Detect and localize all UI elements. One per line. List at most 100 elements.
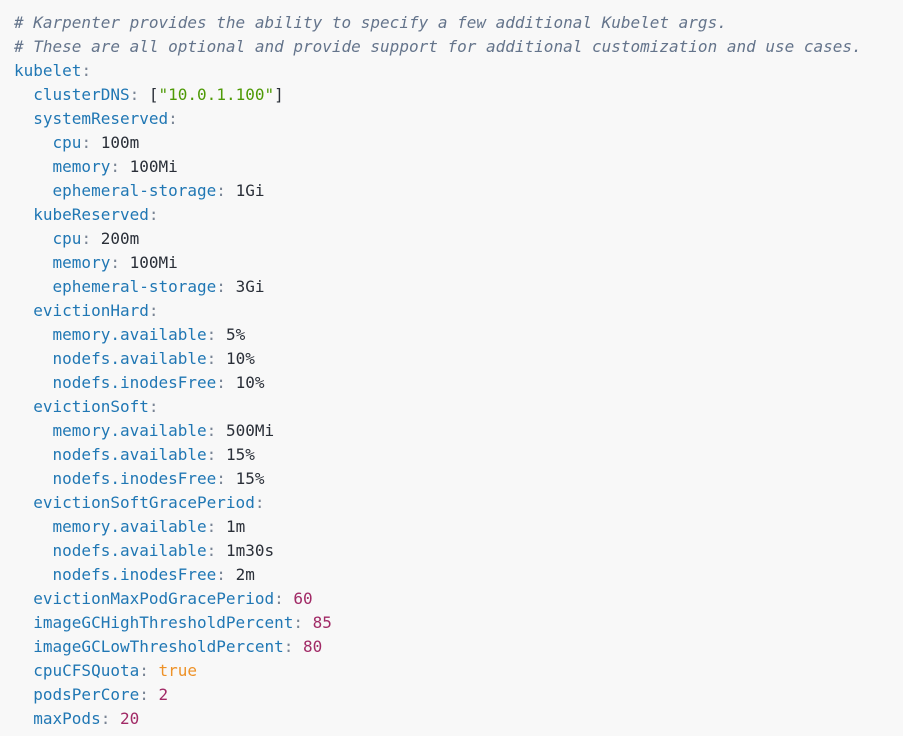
- token-ws: [293, 637, 303, 656]
- token-ws: [110, 709, 120, 728]
- token-number: 85: [312, 613, 332, 632]
- token-key: maxPods: [33, 709, 101, 728]
- token-punct: :: [206, 517, 217, 536]
- token-punct: :: [216, 181, 226, 200]
- code-line: systemReserved:: [14, 107, 889, 131]
- code-line: evictionSoft:: [14, 395, 889, 419]
- token-ws: [14, 229, 53, 248]
- token-key: memory: [52, 157, 111, 176]
- token-ws: [139, 85, 149, 104]
- token-key: memory.available: [52, 421, 207, 440]
- token-key: kubelet: [14, 61, 82, 80]
- token-ws: [226, 469, 236, 488]
- token-comment: # Karpenter provides the ability to spec…: [14, 13, 727, 32]
- token-punct: :: [81, 61, 92, 80]
- token-key: memory: [52, 253, 111, 272]
- token-ws: [120, 157, 130, 176]
- code-line: memory.available: 500Mi: [14, 419, 889, 443]
- token-number: 80: [303, 637, 323, 656]
- token-key: nodefs.available: [52, 349, 207, 368]
- token-value: 100Mi: [129, 253, 178, 272]
- token-comment: # These are all optional and provide sup…: [14, 37, 862, 56]
- token-key: clusterDNS: [33, 85, 130, 104]
- token-value: 10%: [235, 373, 265, 392]
- token-ws: [226, 565, 236, 584]
- token-punct: :: [148, 205, 159, 224]
- token-number: 20: [119, 709, 140, 728]
- token-ws: [14, 349, 53, 368]
- code-line: nodefs.available: 1m30s: [14, 539, 889, 563]
- token-key: nodefs.inodesFree: [52, 373, 217, 392]
- token-ws: [14, 397, 33, 416]
- token-ws: [284, 589, 294, 608]
- token-value: 100m: [100, 133, 140, 152]
- token-punct: :: [81, 133, 92, 152]
- token-ws: [14, 421, 53, 440]
- token-key: memory.available: [52, 517, 207, 536]
- token-punct: :: [206, 421, 217, 440]
- token-ws: [120, 253, 130, 272]
- token-punct: :: [206, 445, 217, 464]
- code-line: cpuCFSQuota: true: [14, 659, 889, 683]
- code-line: nodefs.available: 15%: [14, 443, 889, 467]
- code-line: memory: 100Mi: [14, 155, 889, 179]
- token-punct: :: [254, 493, 265, 512]
- code-line: nodefs.inodesFree: 2m: [14, 563, 889, 587]
- token-punct: :: [283, 637, 294, 656]
- token-key: evictionSoft: [33, 397, 149, 416]
- token-string: "10.0.1.100": [158, 85, 275, 104]
- token-key: kubeReserved: [33, 205, 149, 224]
- token-punct: :: [206, 349, 217, 368]
- token-key: evictionSoftGracePeriod: [33, 493, 255, 512]
- token-ws: [216, 517, 226, 536]
- token-value: 10%: [225, 349, 255, 368]
- token-ws: [14, 301, 33, 320]
- token-ws: [216, 349, 226, 368]
- token-ws: [14, 637, 33, 656]
- token-value: 2m: [235, 565, 255, 584]
- token-ws: [14, 613, 33, 632]
- token-number: 60: [293, 589, 313, 608]
- token-punct: :: [139, 661, 149, 680]
- code-line: evictionSoftGracePeriod:: [14, 491, 889, 515]
- code-line: ephemeral-storage: 1Gi: [14, 179, 889, 203]
- token-ws: [14, 133, 53, 152]
- token-ws: [14, 685, 33, 704]
- token-punct: :: [216, 565, 226, 584]
- code-line: nodefs.available: 10%: [14, 347, 889, 371]
- code-line: kubeReserved:: [14, 203, 889, 227]
- token-ws: [226, 181, 236, 200]
- token-value: 200m: [100, 229, 140, 248]
- token-value: 3Gi: [235, 277, 265, 296]
- token-key: systemReserved: [33, 109, 169, 128]
- token-ws: [14, 85, 33, 104]
- token-number: 2: [158, 685, 169, 704]
- token-ws: [14, 589, 33, 608]
- token-value: 5%: [225, 325, 246, 344]
- token-value: 1Gi: [235, 181, 265, 200]
- code-line: nodefs.inodesFree: 10%: [14, 371, 889, 395]
- code-line: ephemeral-storage: 3Gi: [14, 275, 889, 299]
- token-key: evictionHard: [33, 301, 149, 320]
- token-punct: :: [139, 685, 149, 704]
- token-ws: [14, 517, 53, 536]
- token-key: nodefs.inodesFree: [52, 469, 217, 488]
- token-punct: :: [129, 85, 140, 104]
- token-key: nodefs.available: [52, 541, 207, 560]
- token-punct: :: [110, 253, 120, 272]
- token-punct: :: [148, 301, 159, 320]
- token-punct: :: [148, 397, 159, 416]
- token-ws: [14, 709, 33, 728]
- token-key: ephemeral-storage: [52, 277, 217, 296]
- token-value: 100Mi: [129, 157, 178, 176]
- token-punct: :: [110, 157, 120, 176]
- code-line: podsPerCore: 2: [14, 683, 889, 707]
- token-ws: [14, 661, 33, 680]
- token-ws: [303, 613, 313, 632]
- token-value: 15%: [235, 469, 265, 488]
- code-line: evictionHard:: [14, 299, 889, 323]
- token-key: nodefs.available: [52, 445, 207, 464]
- token-key: cpu: [52, 133, 82, 152]
- token-punct: :: [216, 277, 226, 296]
- token-ws: [216, 445, 226, 464]
